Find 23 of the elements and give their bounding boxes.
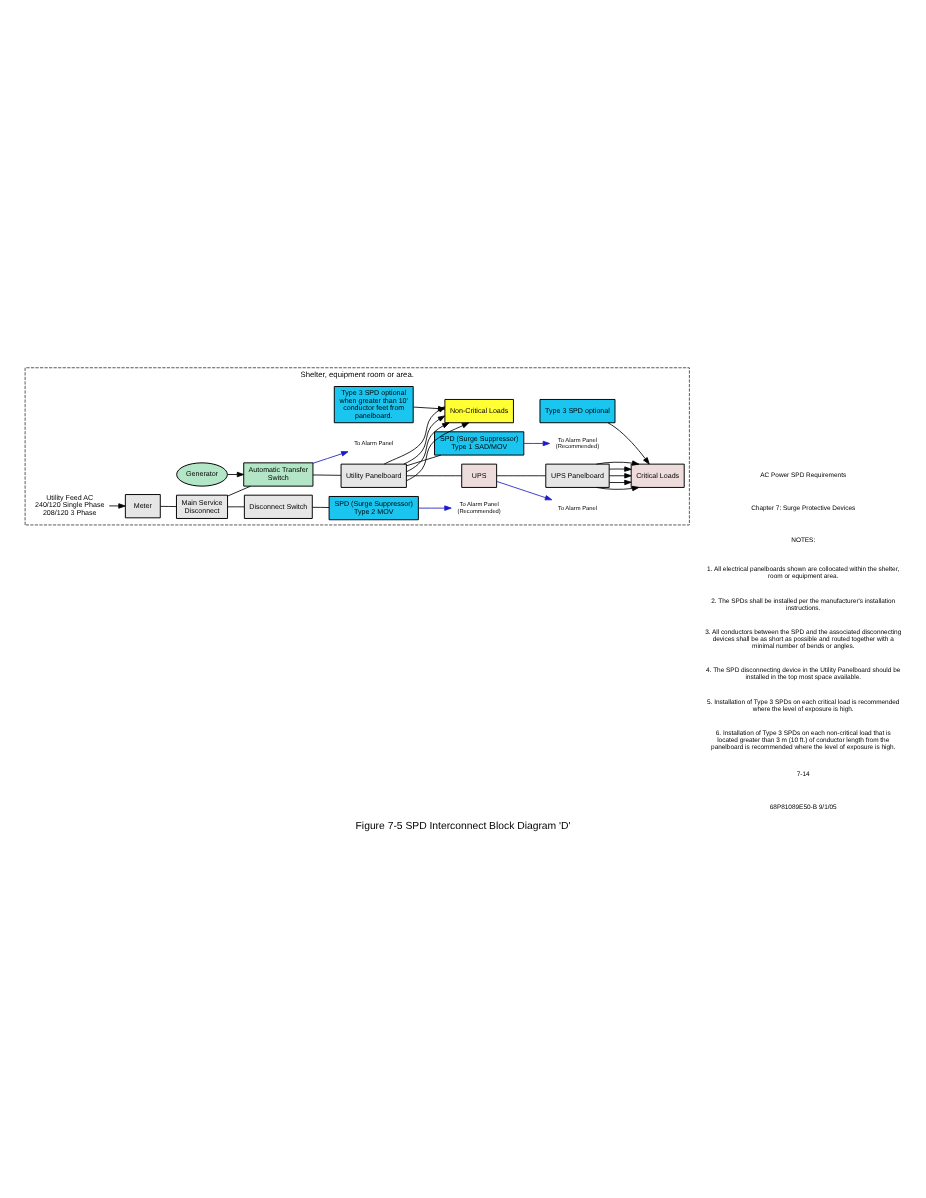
- arrow: [496, 481, 553, 501]
- arrow: [596, 460, 640, 466]
- connector: [160, 505, 177, 507]
- arrow: [607, 422, 650, 465]
- arrow: [403, 415, 446, 465]
- arrow: [418, 505, 452, 511]
- connector: [406, 454, 442, 467]
- connector: [406, 475, 462, 477]
- connector: [312, 506, 330, 508]
- arrow: [312, 451, 349, 464]
- arrow: [608, 479, 632, 486]
- arrow: [608, 466, 632, 472]
- connector: [496, 475, 547, 477]
- connector: [227, 506, 245, 508]
- connector: [227, 485, 251, 497]
- arrow: [608, 473, 632, 479]
- arrow: [108, 503, 126, 509]
- arrow: [406, 422, 450, 473]
- arrow: [227, 471, 245, 478]
- arrow: [406, 422, 470, 482]
- connector: [312, 474, 342, 476]
- arrow: [596, 485, 640, 492]
- arrow: [523, 440, 550, 447]
